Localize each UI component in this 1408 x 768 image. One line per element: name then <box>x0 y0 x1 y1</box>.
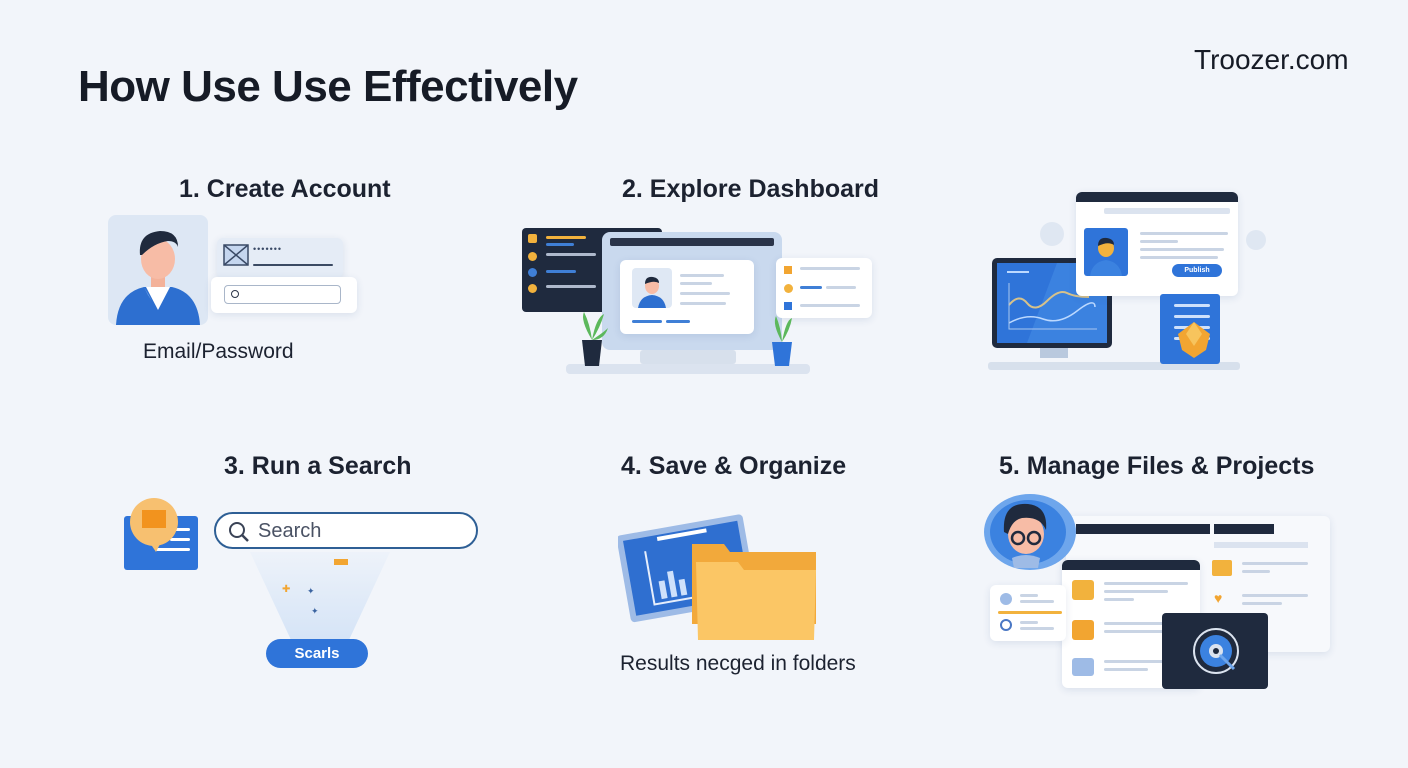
brand-logo[interactable]: Troozer.com <box>1194 44 1349 75</box>
password-field[interactable] <box>224 285 341 304</box>
desk <box>566 364 810 374</box>
plant-icon <box>772 316 792 366</box>
search-icon <box>229 522 249 542</box>
profile-avatar-icon <box>1090 237 1122 276</box>
settings-panel <box>990 585 1066 641</box>
line-chart-icon <box>997 263 1107 343</box>
image-icon <box>1072 658 1094 676</box>
disc-icon <box>1193 628 1239 674</box>
plant-icon <box>582 312 608 366</box>
gem-icon <box>1178 322 1210 358</box>
page-title: How Use Use Effectively <box>78 62 578 111</box>
document-icon <box>1072 580 1094 600</box>
heart-icon: ♥ <box>1214 590 1223 606</box>
step-5-title: 5. Manage Files & Projects <box>999 452 1315 480</box>
monitor <box>602 232 782 350</box>
step-4-caption: Results necged in folders <box>620 652 856 675</box>
mail-icon <box>223 244 249 266</box>
checklist-panel <box>1160 294 1220 364</box>
user-avatar-card <box>108 215 208 325</box>
desk <box>988 362 1240 370</box>
notification-card <box>776 258 872 318</box>
user-avatar-icon <box>116 231 200 325</box>
step-1-caption: Email/Password <box>143 340 294 363</box>
step-1-title: 1. Create Account <box>179 175 391 203</box>
search-results-button[interactable]: Scarls <box>266 639 368 668</box>
media-preview[interactable] <box>1162 613 1268 689</box>
search-placeholder: Search <box>258 520 322 542</box>
search-input[interactable]: Search <box>214 512 478 549</box>
search-beam <box>250 552 390 642</box>
folder-icon <box>1212 560 1232 576</box>
step-4-title: 4. Save & Organize <box>621 452 847 480</box>
step-2-title: 2. Explore Dashboard <box>622 175 880 203</box>
email-value: ••••••• <box>253 244 283 254</box>
password-card <box>211 277 357 313</box>
shield-icon <box>1072 620 1094 640</box>
browser-window: Publish <box>1076 192 1238 296</box>
user-avatar-icon <box>984 494 1076 570</box>
chat-bubble-icon <box>130 498 178 552</box>
profile-avatar-icon <box>638 276 666 308</box>
profile-card <box>620 260 754 334</box>
publish-button[interactable]: Publish <box>1172 264 1222 277</box>
keyboard <box>640 350 736 364</box>
email-field[interactable]: ••••••• <box>217 238 343 278</box>
step-3-title: 3. Run a Search <box>224 452 412 480</box>
folder-with-chart-icon <box>618 514 816 640</box>
